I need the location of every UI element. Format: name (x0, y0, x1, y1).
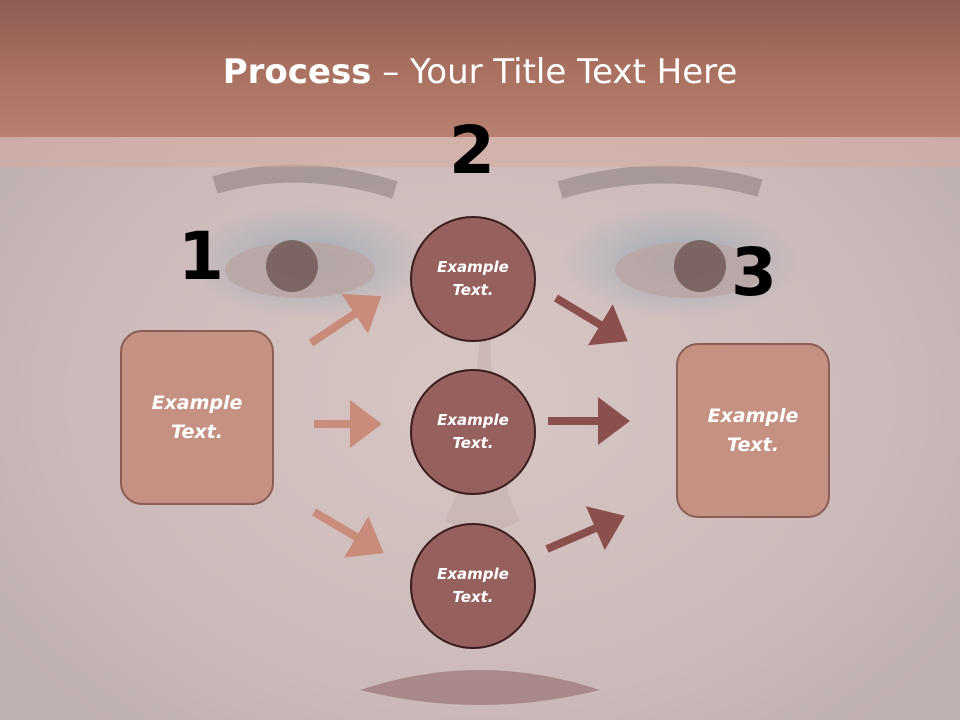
circle-middle: Example Text. (410, 369, 536, 495)
arrow-top-to-right (553, 294, 628, 346)
arrow-bottom-to-right (545, 506, 625, 553)
step-number-2: 2 (449, 112, 495, 189)
title-bold: Process (222, 52, 372, 92)
slide-title: Process – Your Title Text Here (0, 52, 960, 92)
box-step-3-text: Example Text. (707, 404, 799, 456)
circle-bottom: Example Text. (410, 523, 536, 649)
arrow-left-to-bottom (311, 508, 384, 558)
arrow-left-to-top (308, 293, 382, 347)
circle-top: Example Text. (410, 216, 536, 342)
title-band (0, 0, 960, 137)
box-step-1-text: Example Text. (151, 391, 243, 443)
box-step-3: Example Text. (676, 343, 830, 518)
title-rest: – Your Title Text Here (371, 52, 738, 92)
box-step-1: Example Text. (120, 330, 274, 505)
circle-bottom-text: Example Text. (437, 565, 509, 606)
title-band-accent (0, 137, 960, 167)
step-number-1: 1 (178, 218, 224, 295)
step-number-3: 3 (731, 234, 777, 311)
circle-top-text: Example Text. (437, 258, 509, 299)
circle-middle-text: Example Text. (437, 411, 509, 452)
